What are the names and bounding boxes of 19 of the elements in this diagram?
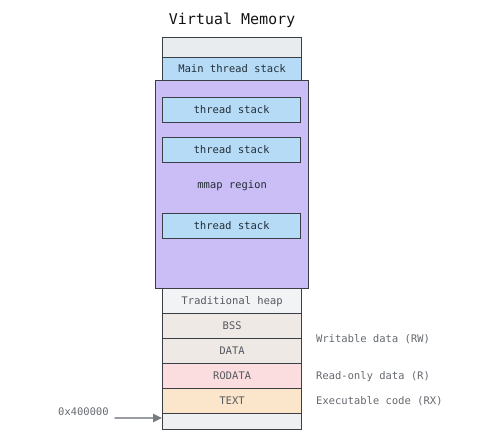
- empty-segment: [162, 37, 302, 58]
- arrow: [114, 414, 162, 422]
- thread-stack-block: thread stack: [162, 137, 301, 163]
- mmap-region-panel: [155, 80, 309, 289]
- memory-segment: RODATA: [162, 363, 302, 389]
- thread-stack-block: thread stack: [162, 97, 301, 123]
- memory-segment: TEXT: [162, 388, 302, 414]
- segment-note: Executable code (RX): [316, 394, 442, 408]
- memory-segment: DATA: [162, 338, 302, 364]
- diagram-title: Virtual Memory: [168, 10, 296, 28]
- stack-segment: Main thread stack: [162, 57, 302, 81]
- thread-stack-block: thread stack: [162, 213, 301, 239]
- segment-note: Writable data (RW): [316, 332, 430, 346]
- heap-segment: Traditional heap: [162, 288, 302, 314]
- region-label: mmap region: [197, 179, 267, 191]
- empty-segment: [162, 413, 302, 430]
- address-label: 0x400000: [58, 405, 109, 419]
- segment-note: Read-only data (R): [316, 369, 430, 383]
- memory-segment: BSS: [162, 313, 302, 339]
